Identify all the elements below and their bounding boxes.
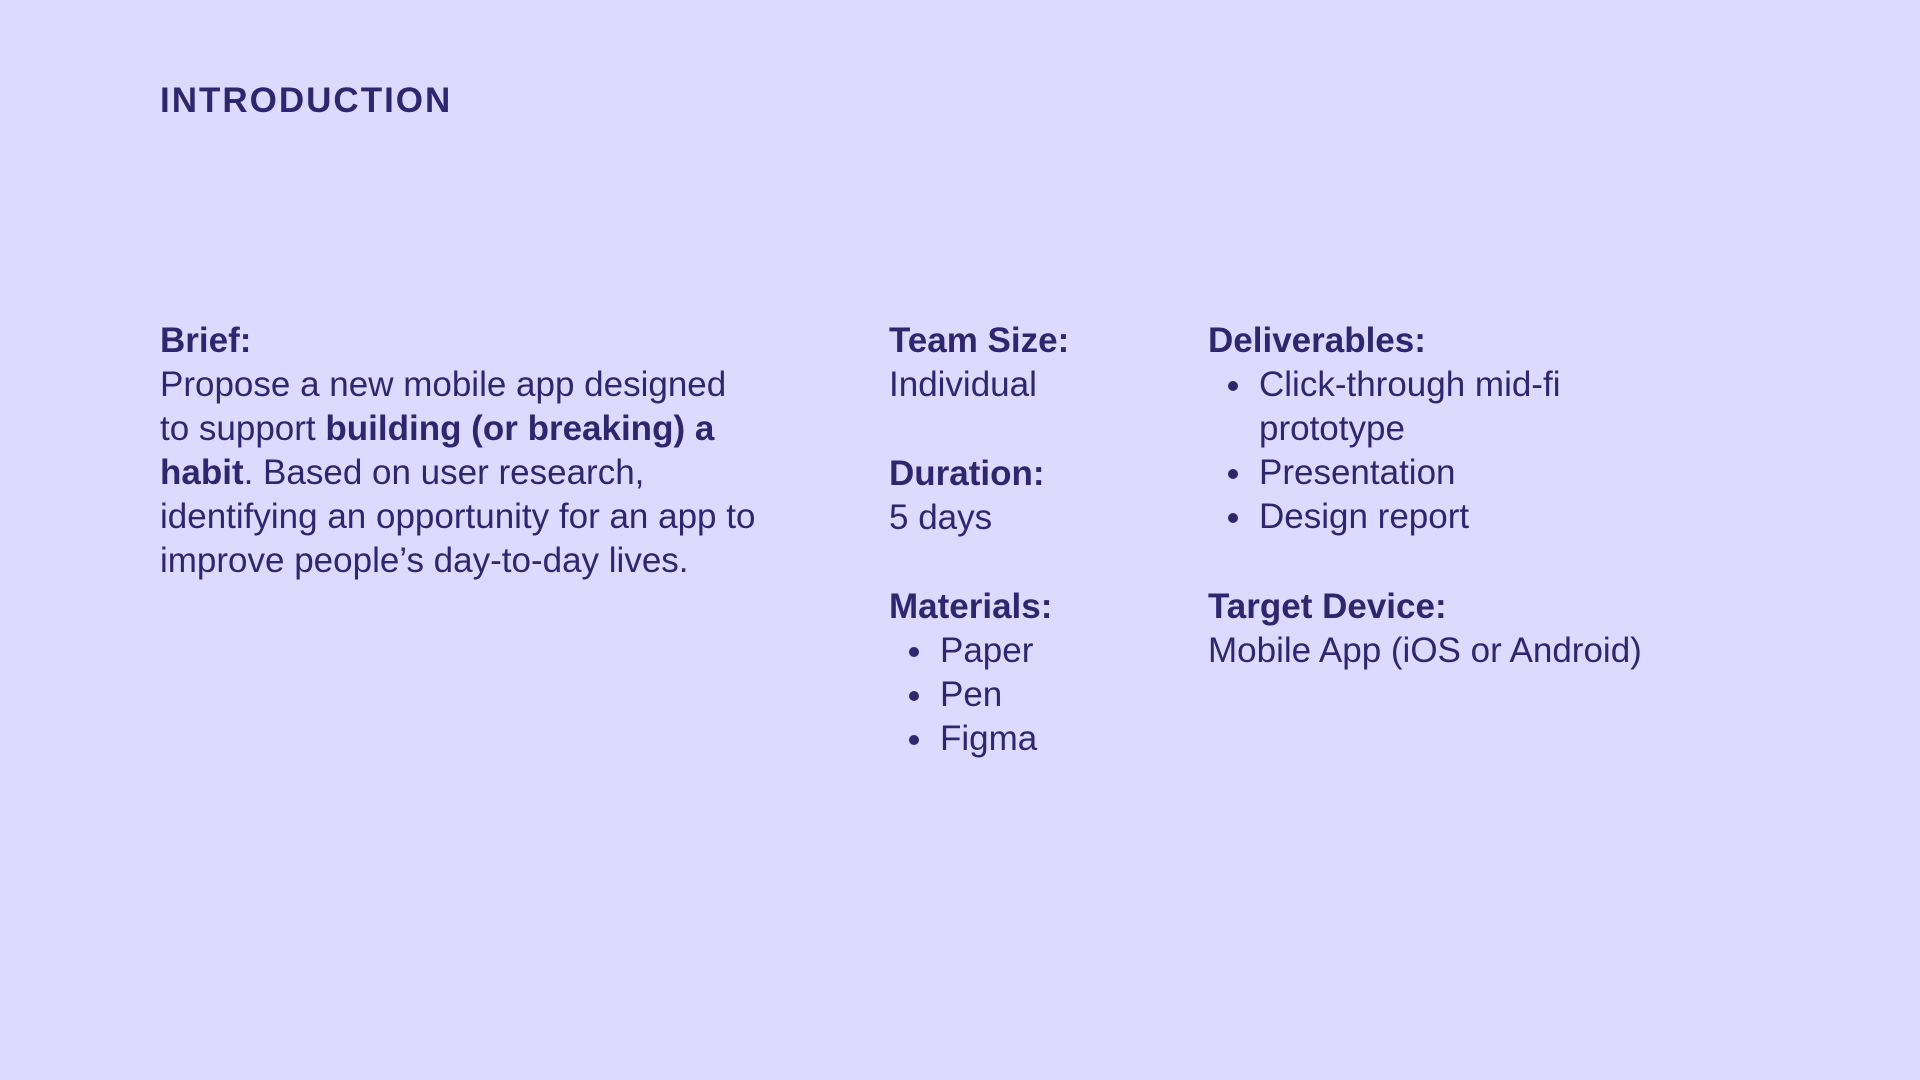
brief-text-start: Propose a new mobile app designed to sup… bbox=[160, 365, 727, 448]
target-device-section: Target Device: Mobile App (iOS or Androi… bbox=[1208, 585, 1768, 673]
duration-label: Duration: bbox=[889, 454, 1045, 493]
brief-text: Propose a new mobile app designed to sup… bbox=[160, 363, 760, 583]
deliverables-label: Deliverables: bbox=[1208, 321, 1426, 360]
materials-label: Materials: bbox=[889, 587, 1053, 626]
bullet-icon bbox=[1228, 469, 1238, 479]
bullet-icon bbox=[909, 691, 919, 701]
bullet-icon bbox=[909, 735, 919, 745]
deliverables-item-text: Presentation bbox=[1259, 453, 1456, 492]
materials-list-item: Figma bbox=[889, 717, 1179, 761]
materials-section: Materials: Paper Pen Figma bbox=[889, 585, 1179, 761]
materials-list-item: Paper bbox=[889, 629, 1179, 673]
deliverables-section: Deliverables: Click-through mid-fi proto… bbox=[1208, 319, 1668, 539]
deliverables-list-item: Click-through mid-fi prototype bbox=[1208, 363, 1668, 451]
duration-value: 5 days bbox=[889, 498, 993, 537]
deliverables-list: Click-through mid-fi prototype Presentat… bbox=[1208, 363, 1668, 539]
materials-item-text: Pen bbox=[940, 675, 1003, 714]
duration-section: Duration: 5 days bbox=[889, 452, 1179, 540]
brief-section: Brief: Propose a new mobile app designed… bbox=[160, 319, 760, 583]
bullet-icon bbox=[1228, 513, 1238, 523]
materials-list-item: Pen bbox=[889, 673, 1179, 717]
deliverables-list-item: Presentation bbox=[1208, 451, 1668, 495]
deliverables-list-item: Design report bbox=[1208, 495, 1668, 539]
deliverables-item-text: Design report bbox=[1259, 497, 1470, 536]
materials-item-text: Paper bbox=[940, 631, 1034, 670]
deliverables-item-text: Click-through mid-fi prototype bbox=[1259, 365, 1561, 448]
team-size-value: Individual bbox=[889, 365, 1037, 404]
bullet-icon bbox=[1228, 381, 1238, 391]
team-size-label: Team Size: bbox=[889, 321, 1070, 360]
materials-item-text: Figma bbox=[940, 719, 1038, 758]
brief-text-emphasis: building (or breaking) a habit bbox=[160, 409, 715, 492]
brief-text-end: . Based on user research, identifying an… bbox=[160, 453, 756, 580]
target-device-label: Target Device: bbox=[1208, 587, 1447, 626]
brief-label: Brief: bbox=[160, 321, 252, 360]
team-size-section: Team Size: Individual bbox=[889, 319, 1179, 407]
materials-list: Paper Pen Figma bbox=[889, 629, 1179, 761]
page-title: INTRODUCTION bbox=[160, 81, 453, 120]
bullet-icon bbox=[909, 647, 919, 657]
target-device-value: Mobile App (iOS or Android) bbox=[1208, 631, 1642, 670]
